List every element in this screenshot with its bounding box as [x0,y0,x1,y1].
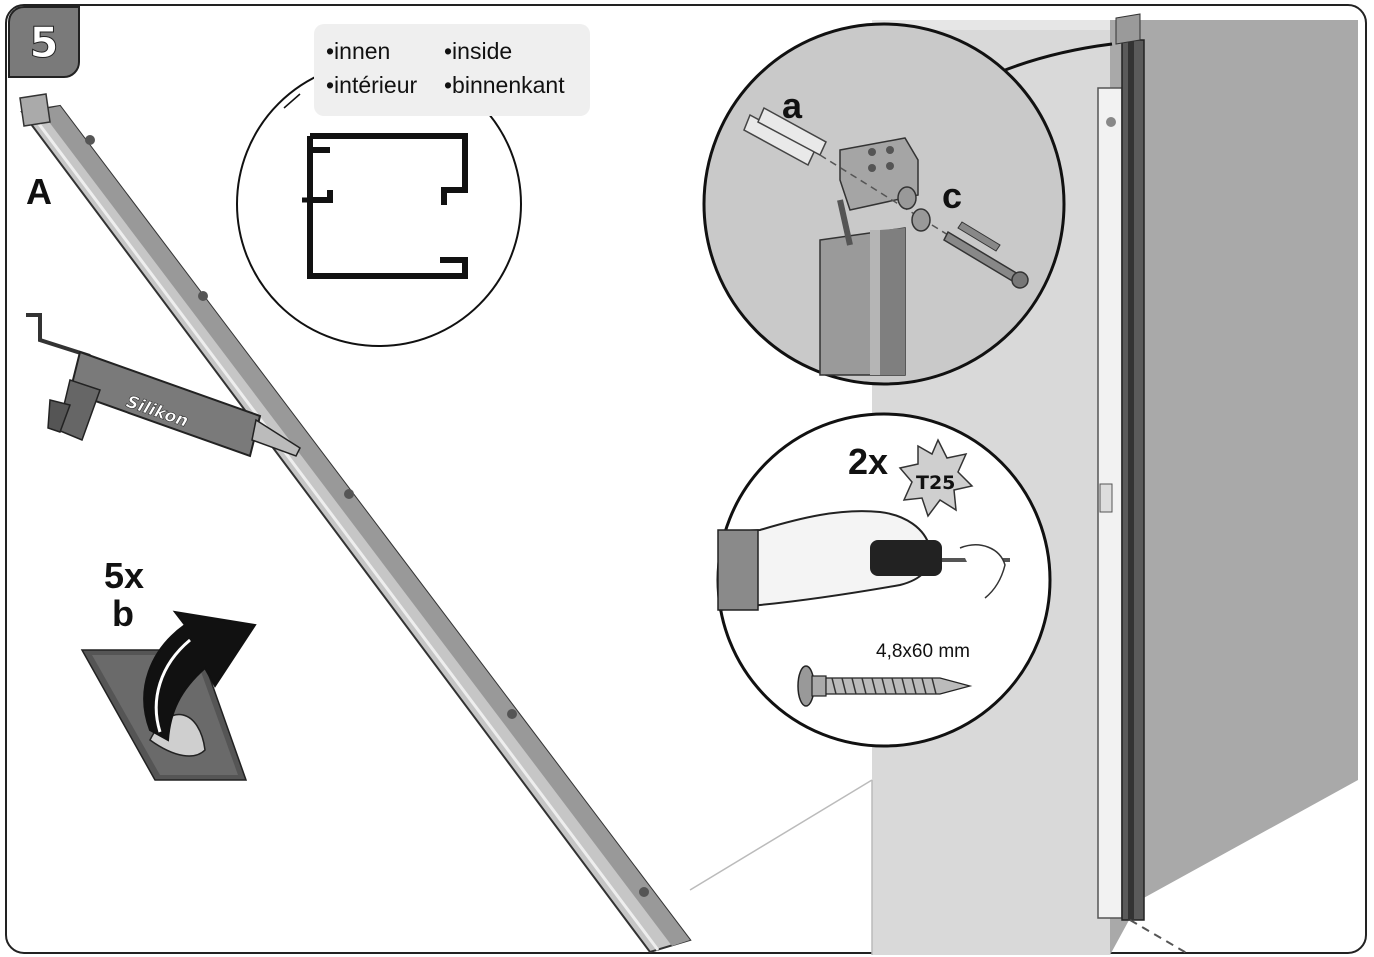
dowel-icon [743,106,827,167]
legend-innen: •innen [326,38,391,64]
step-number: 5 [29,17,59,67]
part-count-b: 5x [104,555,145,596]
floor-line [689,779,873,891]
screw-count-label: 2x [848,441,889,482]
bracket-icon [839,137,919,211]
part-label-b: b [112,593,134,634]
torx-star-icon [898,438,974,518]
detail-label-a: a [782,85,803,126]
curved-arrow-icon [143,610,257,742]
silicone-gun-icon [26,313,301,458]
legend-binnenkant: •binnenkant [444,72,565,98]
profile-cross-section-icon [236,61,522,347]
screw-detail-circle [716,412,1052,748]
torx-size-label: T25 [916,472,956,494]
screw-icon [797,665,973,707]
screw-dimension-label: 4,8x60 mm [876,641,970,662]
legend-inside: •inside [444,38,513,64]
bracket-icon [19,93,51,127]
step-number-badge: 5 [8,6,80,78]
profile-a [19,93,692,954]
part-label-a: A [26,171,52,212]
bracket-icon [1115,13,1141,45]
washer-icon [897,186,917,210]
installed-profile [999,13,1191,956]
wall-side-face [1110,20,1358,955]
legend-interieur: •intérieur [326,72,418,98]
orientation-legend: •innen •inside •intérieur •binnenkant [314,24,590,116]
bracket-detail-circle [702,22,1066,386]
washer-icon [911,208,931,232]
screwdriver-hand-icon [717,510,1010,612]
detail-label-c: c [942,175,963,216]
